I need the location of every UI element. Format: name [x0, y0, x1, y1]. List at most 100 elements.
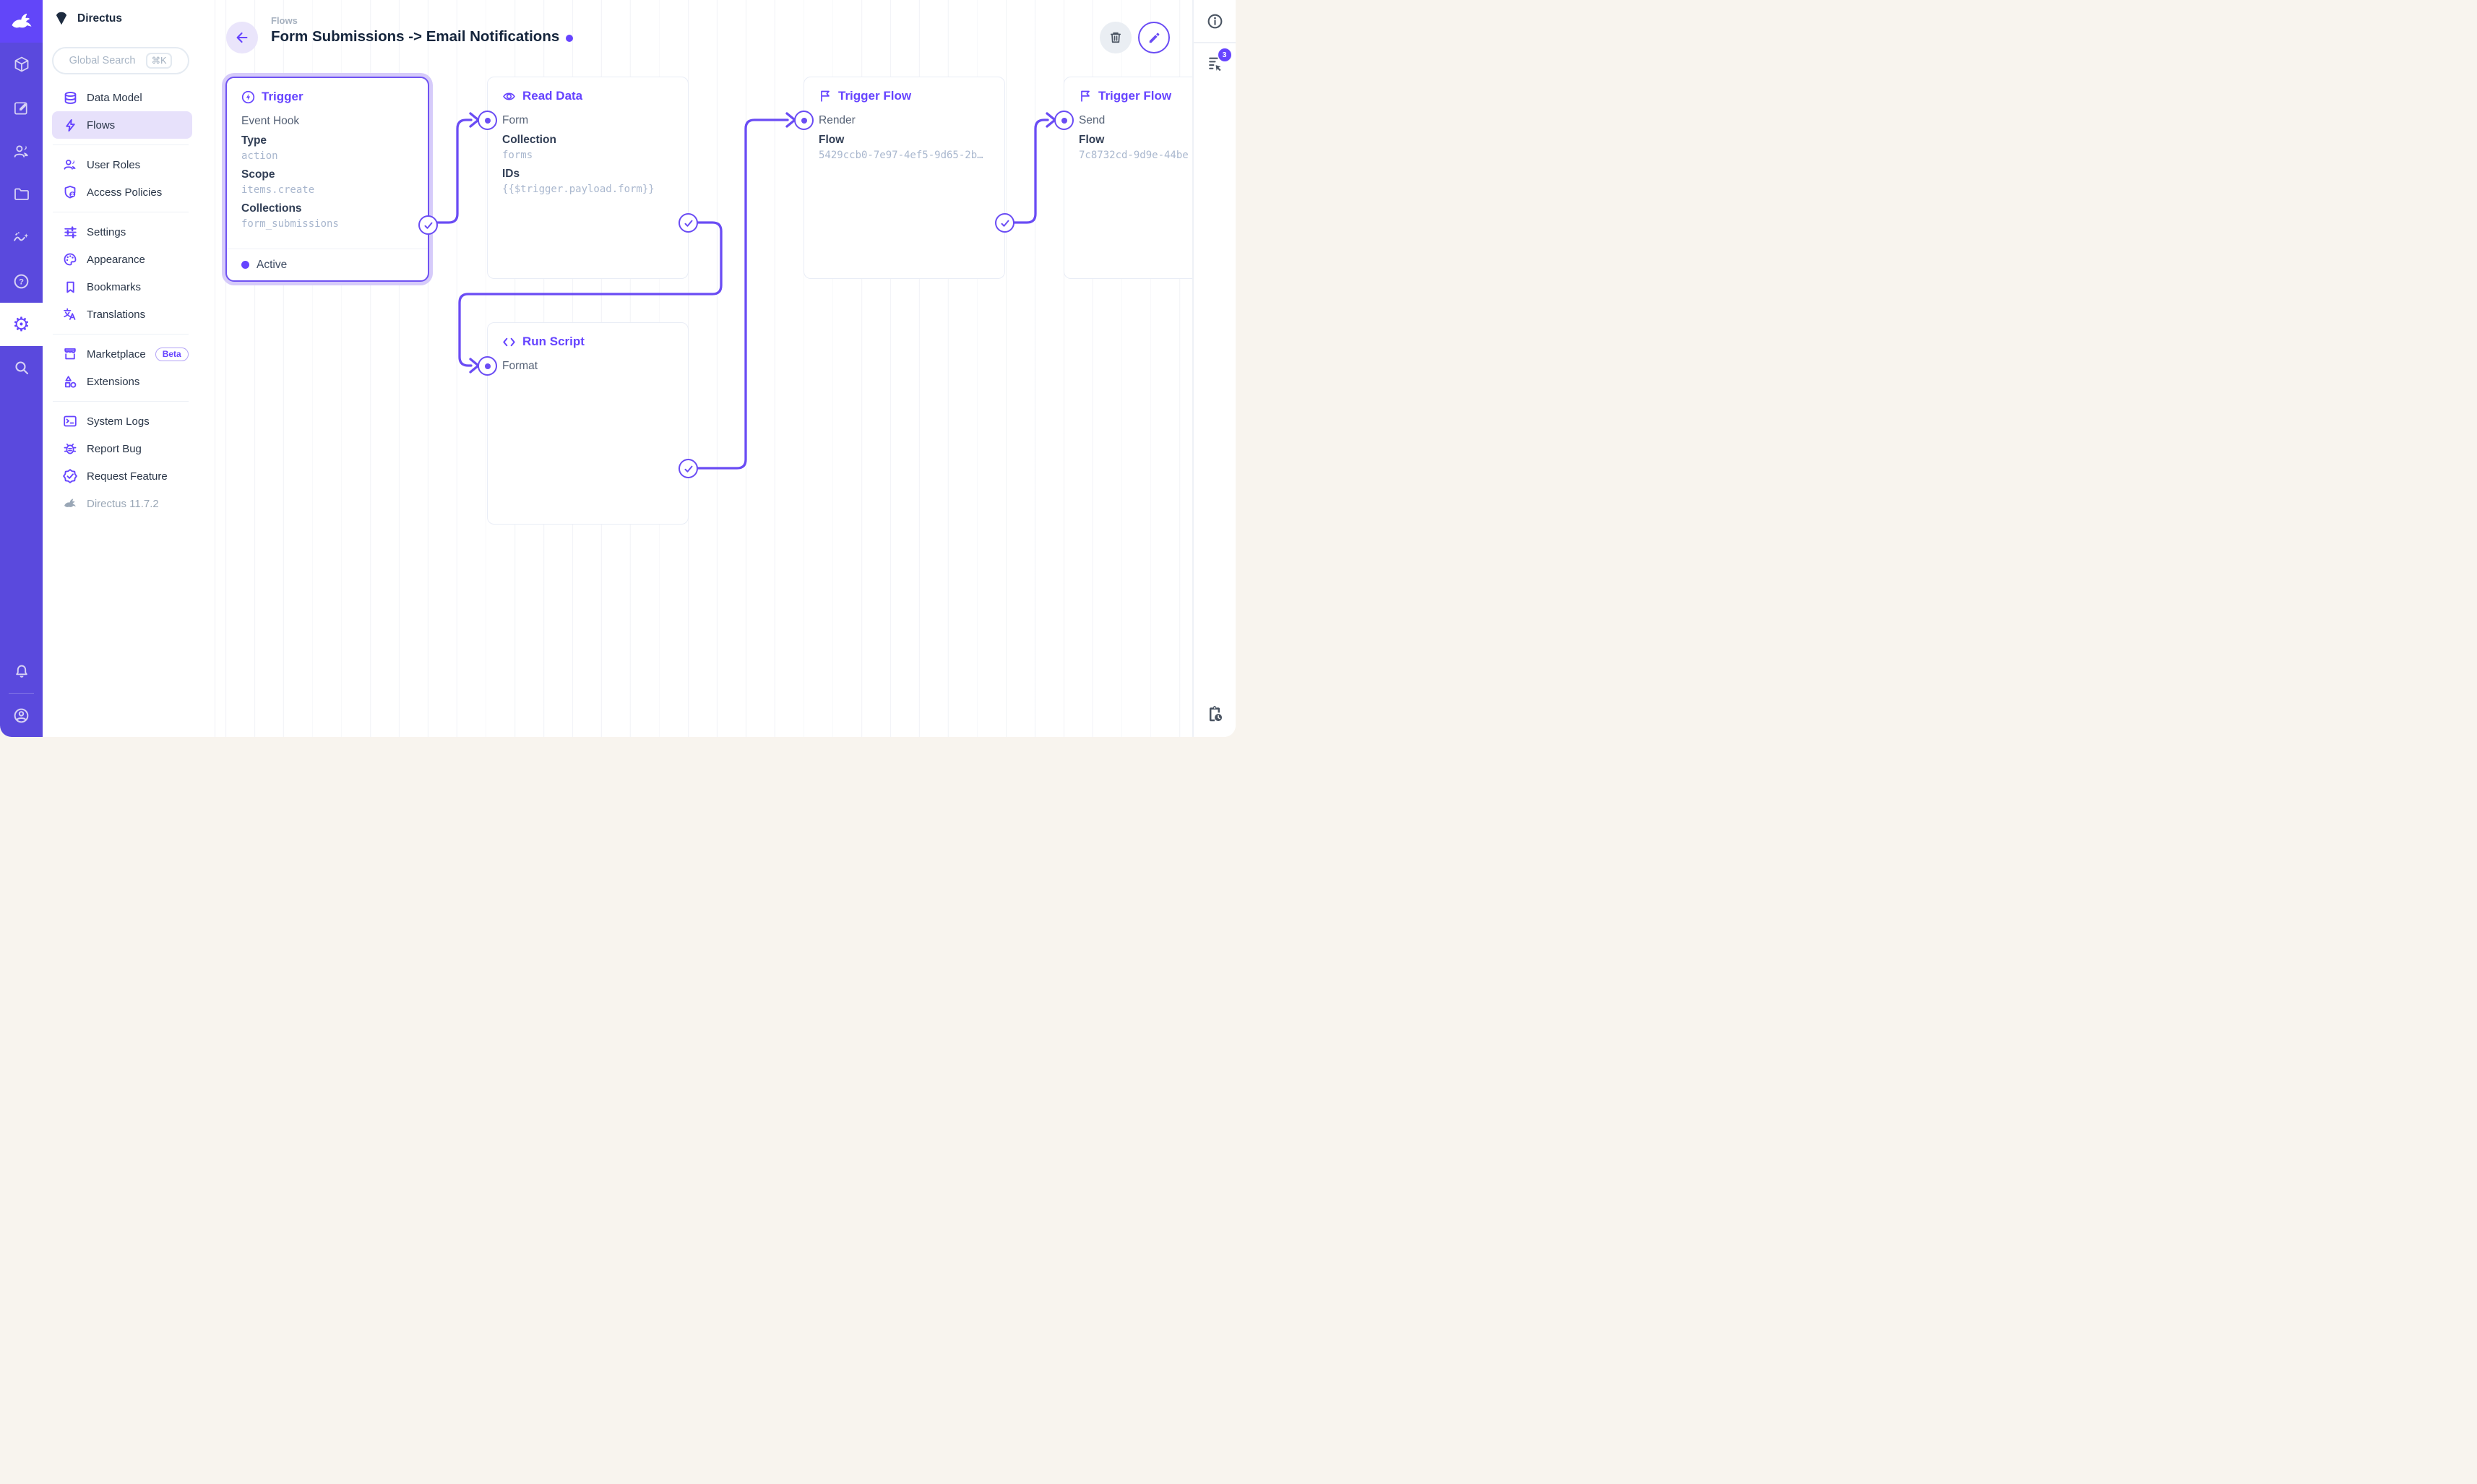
connector-output[interactable] — [995, 213, 1015, 233]
info-icon — [1207, 14, 1222, 28]
module-users[interactable] — [0, 129, 43, 173]
input-dot-icon — [801, 117, 807, 124]
sidebar-item-user-roles[interactable]: User Roles — [52, 151, 192, 178]
bug-icon — [63, 441, 77, 456]
check-icon — [424, 222, 432, 229]
info-button[interactable] — [1194, 0, 1236, 42]
help-icon: ? — [14, 274, 29, 288]
back-button[interactable] — [226, 22, 258, 53]
connector-input[interactable] — [478, 356, 497, 376]
sidebar-item-bookmarks[interactable]: Bookmarks — [52, 273, 192, 301]
edge-trigger-to-read-data — [428, 118, 473, 224]
eye-icon — [503, 92, 515, 100]
bookmark-icon — [63, 280, 77, 294]
node-trigger-flow-send[interactable]: Trigger Flow Send Flow 7c8732cd-9d9e-44b… — [1054, 77, 1192, 279]
module-insights[interactable] — [0, 216, 43, 259]
delete-flow-button[interactable] — [1100, 22, 1132, 53]
notifications-button[interactable] — [0, 650, 43, 693]
sidebar-item-marketplace[interactable]: Marketplace Beta — [52, 340, 192, 368]
module-search[interactable] — [0, 346, 43, 389]
project-switcher[interactable]: Directus — [43, 0, 199, 38]
search-input[interactable] — [69, 55, 139, 66]
flow-canvas: Trigger Event Hook Type action Scope ite… — [199, 0, 1192, 737]
connector-output[interactable] — [679, 213, 698, 233]
field-label: Flow — [819, 134, 845, 146]
storefront-icon — [63, 347, 77, 361]
field-value: action — [241, 150, 278, 162]
settings-icon: ⚙ — [12, 313, 30, 335]
sidebar-item-extensions[interactable]: Extensions — [52, 368, 192, 395]
title-block: Flows Form Submissions -> Email Notifica… — [271, 15, 574, 46]
node-run-script[interactable]: Run Script Format — [478, 322, 698, 525]
module-settings[interactable]: ⚙ — [0, 303, 43, 346]
check-icon — [1001, 220, 1009, 227]
module-editor[interactable] — [0, 86, 43, 129]
input-dot-icon — [1061, 117, 1067, 124]
edit-flow-button[interactable] — [1138, 22, 1170, 53]
sliders-icon — [63, 225, 77, 239]
user-roles-icon — [63, 158, 77, 172]
global-search[interactable]: ⌘K — [52, 47, 189, 74]
notices-button[interactable]: 3 — [1194, 43, 1236, 88]
sidebar-item-system-logs[interactable]: System Logs — [52, 407, 192, 435]
edge-trigger-flow-render-to-send — [1004, 118, 1049, 224]
module-files[interactable] — [0, 173, 43, 216]
input-dot-icon — [484, 117, 491, 124]
field-label: Scope — [241, 168, 275, 181]
sidebar-item-report-bug[interactable]: Report Bug — [52, 435, 192, 462]
pending-revisions-button[interactable] — [1205, 704, 1224, 727]
pencil-icon — [1149, 33, 1159, 43]
flag-icon — [1081, 90, 1090, 102]
status-dot — [241, 261, 249, 269]
sidebar-item-request-feature[interactable]: Request Feature — [52, 462, 192, 490]
connector-input[interactable] — [1054, 111, 1074, 130]
sidebar-item-data-model[interactable]: Data Model — [52, 84, 192, 111]
node-read-data[interactable]: Read Data Form Collection forms IDs {{$t… — [478, 77, 698, 279]
node-trigger[interactable]: Trigger Event Hook Type action Scope ite… — [225, 77, 438, 282]
user-avatar-button[interactable] — [0, 694, 43, 737]
sidebar-item-translations[interactable]: Translations — [52, 301, 192, 328]
node-trigger-flow-render[interactable]: Trigger Flow Render Flow 5429ccb0-7e97-4… — [794, 77, 1015, 279]
sidebar-divider — [53, 401, 189, 402]
page-title: Form Submissions -> Email Notifications — [271, 28, 574, 46]
module-bar: ? ⚙ — [0, 0, 43, 737]
connector-input[interactable] — [794, 111, 814, 130]
project-logo-icon — [56, 12, 67, 25]
node-title: Trigger — [227, 78, 428, 104]
sidebar-item-appearance[interactable]: Appearance — [52, 246, 192, 273]
folder-icon — [14, 188, 29, 200]
bell-icon — [15, 665, 27, 678]
notices-count-badge: 3 — [1218, 48, 1231, 61]
module-bar-divider — [9, 693, 34, 694]
field-label: Collections — [241, 202, 302, 215]
sidebar-item-access-policies[interactable]: Access Policies — [52, 178, 192, 206]
search-shortcut-key: ⌘K — [145, 53, 173, 69]
insights-icon — [14, 231, 29, 241]
edge-run-script-to-trigger-flow-render — [687, 118, 789, 470]
app-window: ? ⚙ Directus ⌘K Data Model — [0, 0, 1236, 737]
flow-color-dot — [566, 34, 574, 42]
field-label: Collection — [502, 134, 556, 146]
page-header: Flows Form Submissions -> Email Notifica… — [199, 0, 1192, 69]
edit-icon — [14, 101, 27, 115]
directus-logo[interactable] — [0, 0, 43, 43]
connector-output[interactable] — [418, 215, 438, 235]
node-subtitle: Form — [502, 114, 529, 126]
connector-input[interactable] — [478, 111, 497, 130]
module-bar-spacer — [0, 389, 43, 650]
node-subtitle: Render — [819, 114, 856, 126]
module-help[interactable]: ? — [0, 259, 43, 303]
module-content[interactable] — [0, 43, 43, 86]
beta-badge: Beta — [155, 347, 189, 361]
connector-output[interactable] — [679, 459, 698, 478]
database-icon — [63, 90, 77, 105]
sidebar-item-settings[interactable]: Settings — [52, 218, 192, 246]
trash-icon — [1110, 32, 1121, 43]
avatar-icon — [14, 708, 29, 722]
bolt-circle-icon — [241, 90, 255, 103]
translate-icon — [63, 307, 77, 322]
field-label: Flow — [1079, 134, 1105, 146]
directus-rabbit-icon — [63, 496, 77, 511]
node-title: Trigger Flow — [1064, 77, 1192, 103]
sidebar-item-flows[interactable]: Flows — [52, 111, 192, 139]
